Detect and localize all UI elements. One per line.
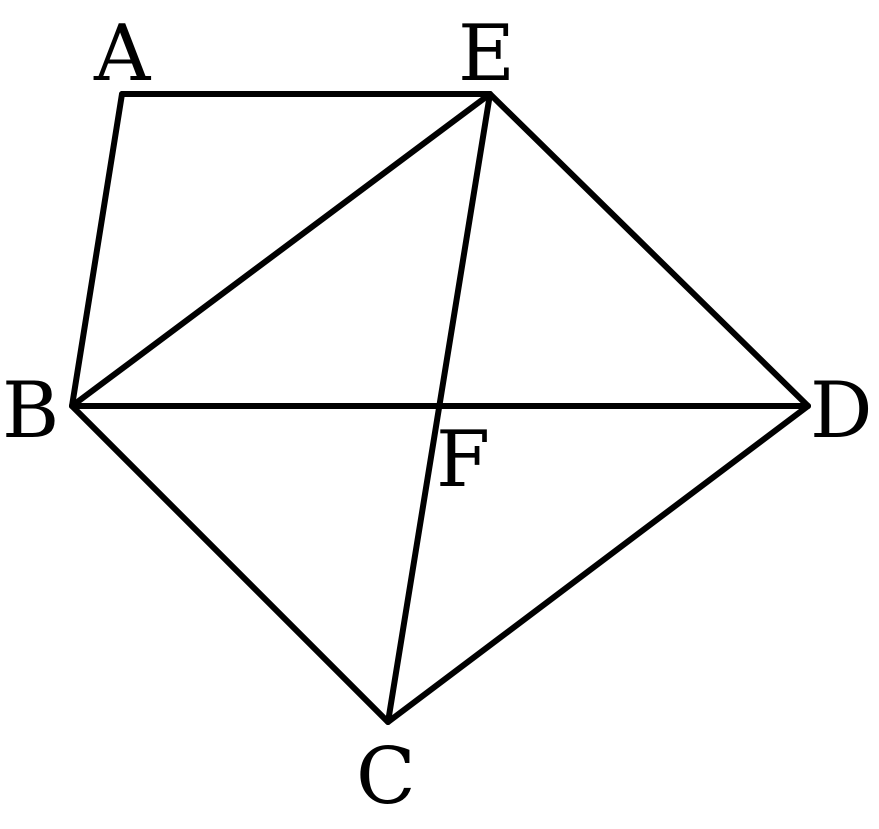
- point-label-e: E: [458, 9, 515, 99]
- segment-be: [69, 91, 493, 409]
- point-label-d: D: [810, 366, 873, 456]
- point-label-a: A: [93, 9, 152, 99]
- point-label-b: B: [2, 366, 59, 456]
- segment-cd: [385, 403, 811, 725]
- point-label-f: F: [436, 415, 490, 505]
- point-label-c: C: [356, 732, 416, 822]
- segment-ab: [69, 91, 125, 409]
- segment-bc: [69, 403, 391, 725]
- segments-group: [69, 91, 811, 725]
- segment-ed: [487, 91, 811, 409]
